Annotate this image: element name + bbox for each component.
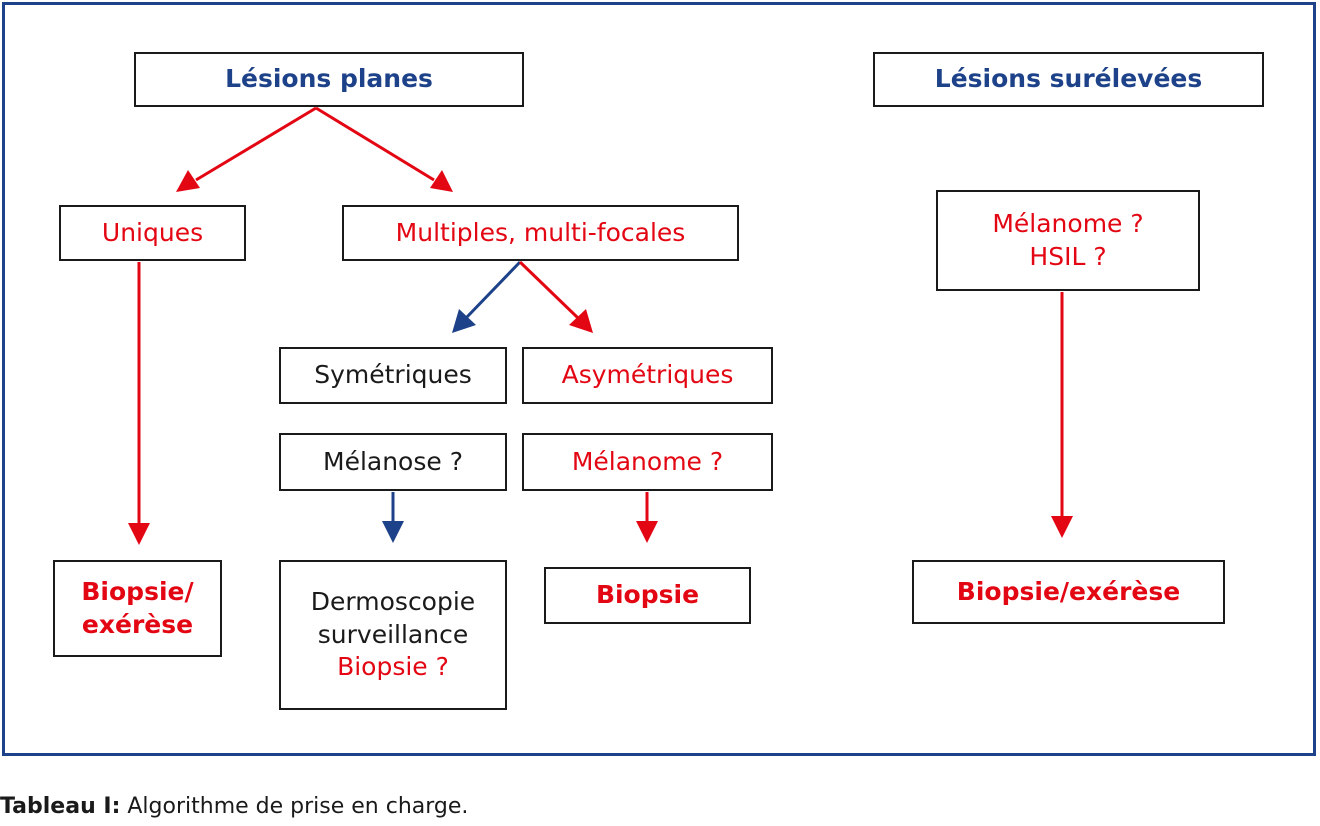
diagram-frame bbox=[2, 2, 1316, 756]
node-label: Asymétriques bbox=[561, 360, 734, 390]
node-label-line-2: HSIL ? bbox=[1029, 241, 1107, 271]
node-label-line-1: Mélanome ? bbox=[992, 209, 1144, 238]
node-label: Biopsie bbox=[595, 580, 700, 610]
node-label: Mélanose ? bbox=[323, 446, 463, 476]
node-label: Symétriques bbox=[314, 360, 472, 390]
node-dermoscopie: Dermoscopie surveillance Biopsie ? bbox=[279, 560, 507, 710]
node-label: Lésions surélevées bbox=[934, 64, 1203, 94]
node-lesions-planes: Lésions planes bbox=[134, 52, 524, 107]
node-biopsie-mid: Biopsie bbox=[544, 567, 751, 624]
node-melanome-hsil: Mélanome ? HSIL ? bbox=[936, 190, 1200, 291]
node-label: Multiples, multi-focales bbox=[395, 217, 686, 247]
node-symetriques: Symétriques bbox=[279, 347, 507, 404]
node-label: Biopsie/exérèse bbox=[956, 576, 1181, 606]
node-label: Uniques bbox=[101, 217, 204, 247]
caption-label: Tableau I: bbox=[0, 794, 121, 819]
node-multiples: Multiples, multi-focales bbox=[342, 205, 739, 261]
node-biopsie-exerese-left: Biopsie/ exérèse bbox=[53, 560, 222, 657]
node-label: Mélanome ? bbox=[571, 446, 724, 476]
node-label-line-2: surveillance bbox=[317, 619, 469, 649]
node-melanome-asym: Mélanome ? bbox=[522, 433, 773, 491]
caption: Tableau I: Algorithme de prise en charge… bbox=[0, 794, 468, 819]
node-label-line-1: Biopsie/ bbox=[81, 577, 194, 606]
node-label-line-1: Dermoscopie bbox=[310, 587, 476, 617]
node-biopsie-exerese-right: Biopsie/exérèse bbox=[912, 560, 1225, 624]
node-label-line-3: Biopsie ? bbox=[337, 652, 449, 682]
node-lesions-surelevees: Lésions surélevées bbox=[873, 52, 1264, 107]
node-label-line-2: exérèse bbox=[81, 609, 194, 639]
caption-text: Algorithme de prise en charge. bbox=[120, 794, 469, 819]
node-melanose: Mélanose ? bbox=[279, 433, 507, 491]
node-asymetriques: Asymétriques bbox=[522, 347, 773, 404]
node-label: Lésions planes bbox=[225, 64, 433, 94]
node-uniques: Uniques bbox=[59, 205, 246, 261]
